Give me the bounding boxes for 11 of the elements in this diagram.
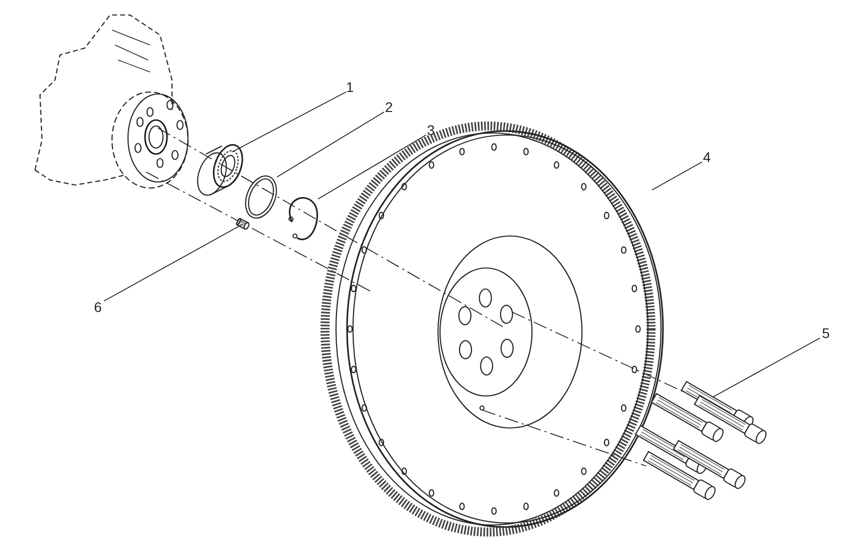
leader-line (318, 134, 426, 200)
callout-number: 1 (346, 79, 354, 95)
leader-line (712, 338, 820, 398)
leader-line (276, 112, 384, 178)
callout-number: 2 (385, 99, 393, 115)
leader-line (232, 92, 346, 152)
leader-line (104, 224, 244, 302)
callout-number: 6 (94, 299, 102, 315)
callout-number: 5 (822, 325, 830, 341)
callout-number: 4 (703, 149, 711, 165)
leader-line (652, 162, 702, 190)
